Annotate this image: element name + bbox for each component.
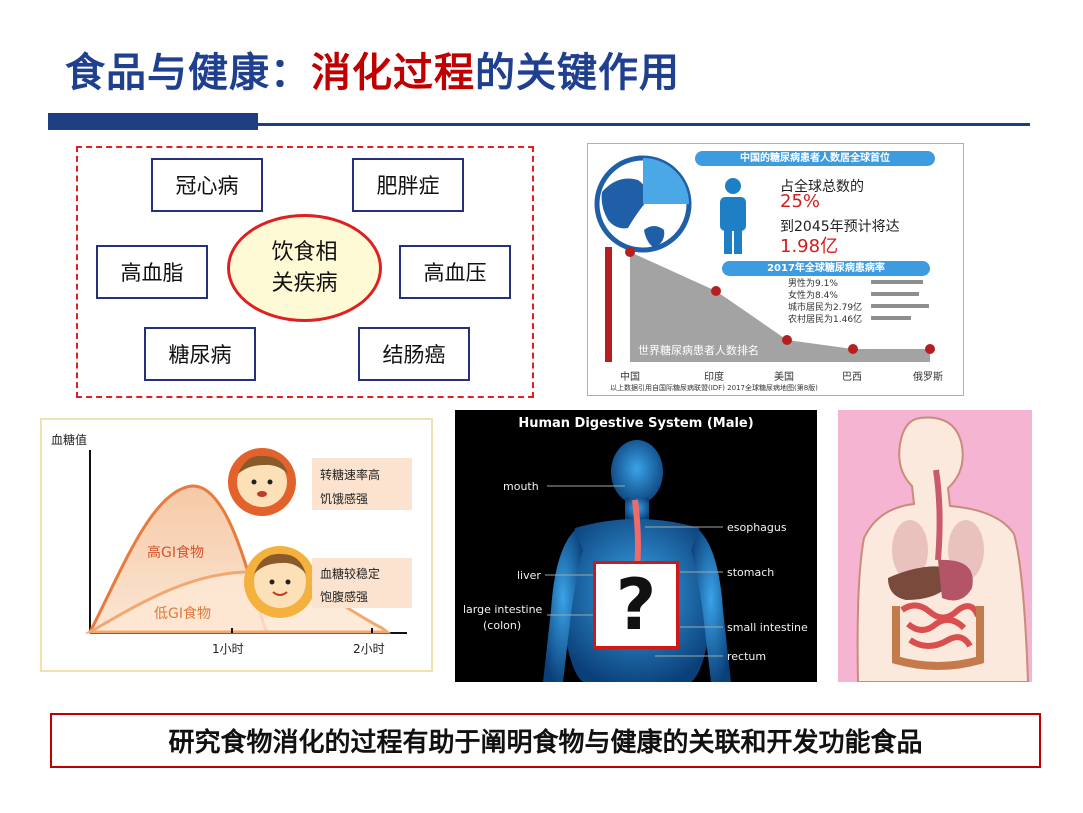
digestive-title: Human Digestive System (Male) [518, 416, 754, 431]
label-small-intestine: small intestine [727, 621, 808, 634]
page-title: 食品与健康：消化过程的关键作用 [65, 40, 680, 98]
title-highlight: 消化过程 [311, 50, 475, 96]
data-source: 以上数据引用自国际糖尿病联盟(IDF) 2017全球糖尿病地图(第8版) [610, 384, 818, 392]
anatomy-illustration [838, 410, 1032, 682]
person-icon [720, 178, 746, 254]
rate-male: 男性为9.1% [788, 279, 838, 289]
country-india: 印度 [704, 372, 724, 383]
disease-box-colon-cancer: 结肠癌 [358, 327, 470, 381]
country-china: 中国 [620, 372, 640, 383]
center-line2: 关疾病 [271, 271, 338, 296]
disease-box-coronary: 冠心病 [151, 158, 263, 212]
disease-box-hyperlipidemia: 高血脂 [96, 245, 208, 299]
rate-rural: 农村居民为1.46亿 [788, 315, 863, 325]
ranking-red-bar [605, 247, 612, 362]
label-large-intestine: large intestine [463, 603, 543, 616]
conclusion-banner: 研究食物消化的过程有助于阐明食物与健康的关联和开发功能食品 [50, 713, 1041, 768]
ranking-label: 世界糖尿病患者人数排名 [638, 344, 759, 357]
gi-ylabel: 血糖值 [51, 433, 88, 447]
low-note1: 血糖较稳定 [320, 567, 381, 581]
gi-chart: 血糖值 高GI食物 低GI食物 转糖速率高 饥饿感强 血糖较稳定 饱腹感强 1小… [40, 418, 433, 672]
disease-box-hypertension: 高血压 [399, 245, 511, 299]
disease-box-diabetes: 糖尿病 [144, 327, 256, 381]
label-esophagus: esophagus [727, 521, 787, 534]
diabetes-graphic [594, 155, 935, 362]
label-colon: (colon) [483, 619, 522, 632]
forecast-label: 到2045年预计将达 [780, 219, 900, 235]
title-part2: 的关键作用 [475, 50, 680, 96]
title-underline-thin [258, 123, 1030, 126]
disease-center-ellipse: 饮食相 关疾病 [227, 214, 382, 322]
high-gi-label: 高GI食物 [147, 545, 204, 561]
question-box: ? [593, 561, 679, 649]
share-label: 占全球总数的 [780, 179, 864, 195]
country-russia: 俄罗斯 [913, 372, 943, 383]
label-liver: liver [517, 569, 541, 582]
ranking-area [630, 252, 930, 362]
rate-female: 女性为8.4% [788, 291, 838, 301]
satisfied-face-icon [244, 546, 316, 618]
label-mouth: mouth [503, 480, 539, 493]
high-note2: 饥饿感强 [320, 492, 369, 506]
gi-chart-graphic [84, 448, 412, 634]
x-tick-2h: 2小时 [353, 642, 385, 656]
country-usa: 美国 [774, 372, 794, 383]
low-note2: 饱腹感强 [320, 590, 369, 604]
label-stomach: stomach [727, 566, 775, 579]
center-line1: 饮食相 [271, 240, 338, 265]
rate-urban: 城市居民为2.79亿 [788, 303, 863, 313]
anatomy-graphic [856, 416, 1030, 682]
title-part1: 食品与健康： [65, 50, 311, 96]
title-underline-thick [48, 113, 258, 130]
low-gi-label: 低GI食物 [154, 606, 211, 622]
high-note1: 转糖速率高 [320, 468, 381, 482]
forecast-value: 1.98亿 [780, 236, 839, 257]
label-rectum: rectum [727, 650, 767, 663]
diabetes-header: 中国的糖尿病患者人数居全球首位 [695, 151, 935, 166]
x-tick-1h: 1小时 [212, 642, 244, 656]
disease-box-obesity: 肥胖症 [352, 158, 464, 212]
rate-header: 2017年全球糖尿病患病率 [722, 261, 930, 276]
disease-panel [76, 146, 534, 398]
country-brazil: 巴西 [842, 372, 862, 383]
diabetes-infographic: 中国的糖尿病患者人数居全球首位 占全球总数的 25% 到2045年预计将达 1.… [587, 143, 964, 396]
hungry-face-icon [228, 448, 296, 516]
share-value: 25% [780, 191, 821, 212]
